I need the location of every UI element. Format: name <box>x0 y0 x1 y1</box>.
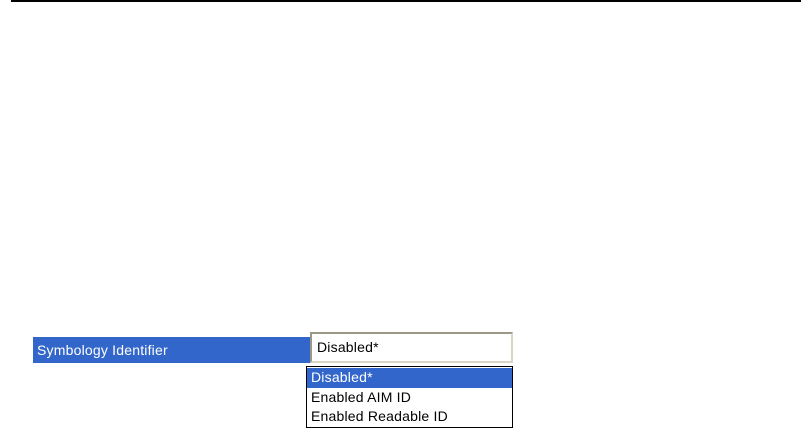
symbology-identifier-dropdown-list: Disabled* Enabled AIM ID Enabled Readabl… <box>306 366 513 428</box>
symbology-identifier-label[interactable]: Symbology Identifier <box>33 337 310 363</box>
dropdown-option-disabled[interactable]: Disabled* <box>307 368 512 388</box>
page-top-divider <box>11 0 801 2</box>
dropdown-option-enabled-readable-id[interactable]: Enabled Readable ID <box>307 407 512 427</box>
symbology-identifier-combobox[interactable]: Disabled* <box>310 332 513 363</box>
dropdown-option-enabled-aim-id[interactable]: Enabled AIM ID <box>307 387 512 408</box>
